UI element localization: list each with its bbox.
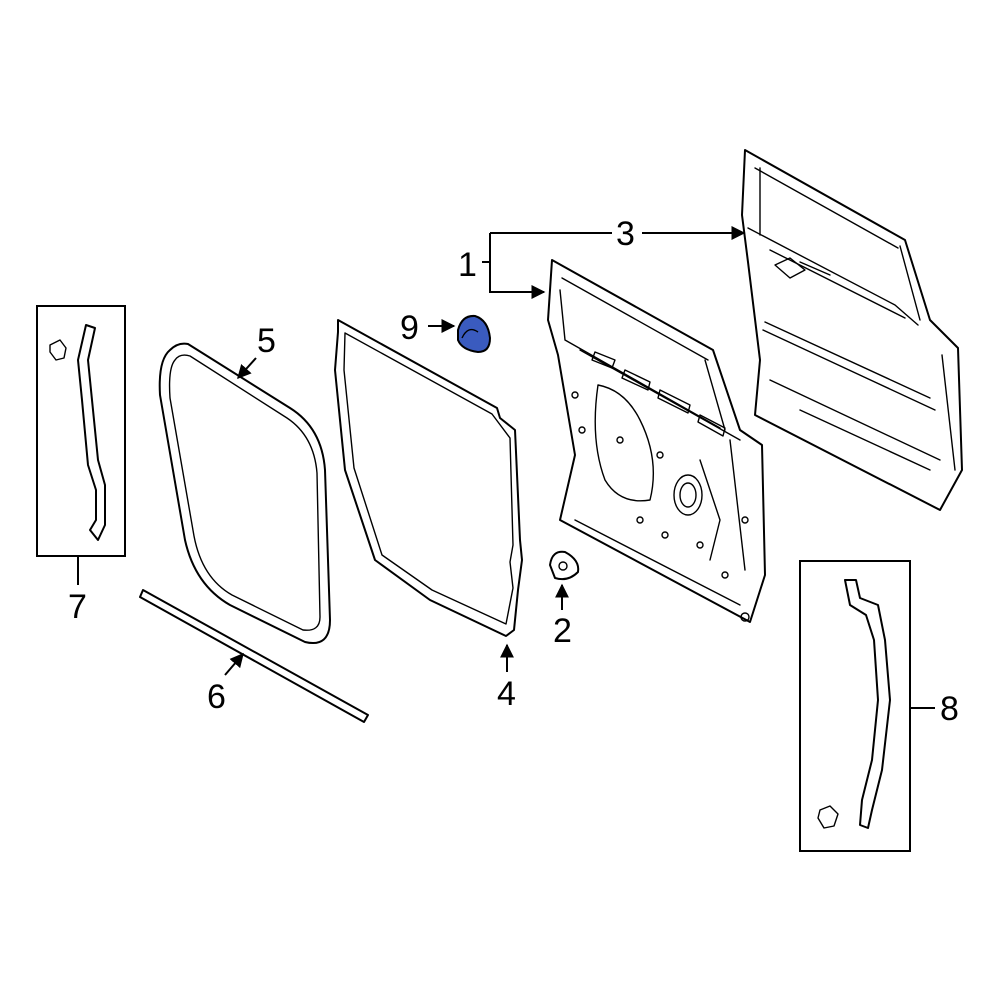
part-7-seal: [49, 324, 106, 541]
callout-9: 9: [400, 309, 419, 347]
callout-3: 3: [616, 215, 635, 253]
callout-1: 1: [458, 246, 477, 284]
outer-door-panel: [741, 149, 963, 511]
callout-8: 8: [940, 690, 959, 728]
leader-lines: [77, 226, 935, 709]
door-seal-weatherstrip: [334, 319, 523, 637]
callout-4: 4: [497, 675, 516, 713]
callout-6: 6: [207, 678, 226, 716]
grommet-part: [549, 550, 580, 581]
highlighted-plug: [457, 314, 492, 354]
part-8-seal: [817, 579, 891, 829]
part-7-box: [36, 305, 126, 557]
callout-5: 5: [257, 322, 276, 360]
door-weatherstrip: [158, 342, 331, 644]
callout-2: 2: [553, 612, 572, 650]
inner-door-frame: [547, 259, 766, 623]
callout-7: 7: [68, 588, 87, 626]
part-8-box: [799, 560, 911, 852]
belt-weatherstrip: [139, 589, 369, 723]
